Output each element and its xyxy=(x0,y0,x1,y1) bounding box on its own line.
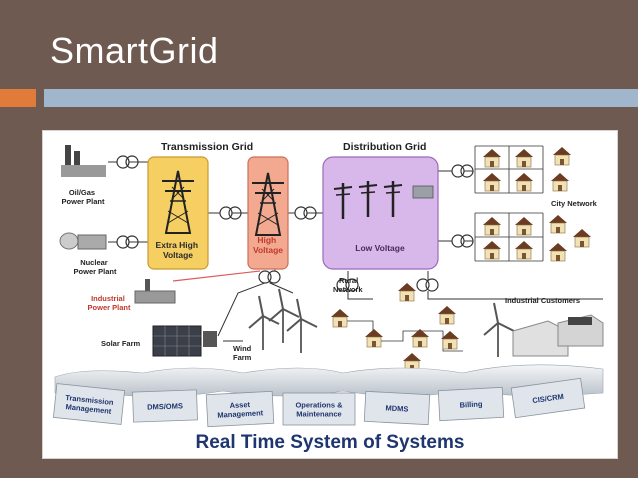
low-voltage-label: Low Voltage xyxy=(355,243,405,253)
wind-turbine-icon xyxy=(248,295,280,351)
distribution-grid-title: Distribution Grid xyxy=(343,141,426,153)
oil-gas-plant-icon xyxy=(61,145,106,177)
low-voltage-panel xyxy=(322,156,439,270)
system-box-label-line: Maintenance xyxy=(296,410,341,419)
wind-farm-label: Wind xyxy=(233,344,252,353)
system-box-label: MDMS xyxy=(385,403,408,413)
wind-turbine-icon xyxy=(286,298,318,354)
system-box: TransmissionManagement xyxy=(52,383,126,425)
title-accent-orange xyxy=(0,89,36,107)
system-box-label-line: MDMS xyxy=(385,403,408,413)
system-box-shape xyxy=(52,383,126,425)
system-box: CIS/CRM xyxy=(510,377,586,419)
svg-text:Rural Network: Rural Network xyxy=(333,276,363,294)
system-box-label-line: DMS/OMS xyxy=(147,401,183,411)
industrial-plant-icon xyxy=(134,279,176,304)
system-box: Billing xyxy=(437,386,505,422)
wind-turbine-icon xyxy=(268,288,300,344)
industrial-customers-icon xyxy=(483,302,604,358)
system-box-label-line: CIS/CRM xyxy=(532,392,565,405)
industrial-customers-label: Industrial Customers xyxy=(505,296,580,305)
svg-text:Wind Farm: Wind Farm xyxy=(233,344,253,362)
industrial-link xyxy=(172,270,261,282)
system-box-shape xyxy=(437,386,505,422)
rural-network-label: Rural xyxy=(339,276,358,285)
svg-text:Oil/Gas Power Plant: Oil/Gas Power Plant xyxy=(62,188,105,206)
city-network-label: City Network xyxy=(551,199,598,208)
high-voltage-panel xyxy=(247,156,289,270)
solar-farm-label: Solar Farm xyxy=(101,339,141,348)
system-box-shape xyxy=(132,389,198,423)
high-voltage-label: High xyxy=(257,235,276,245)
system-box-label-line: Billing xyxy=(459,399,483,409)
slide-title: SmartGrid xyxy=(50,30,219,71)
nuclear-plant-icon xyxy=(59,232,107,250)
system-box: MDMS xyxy=(363,390,431,426)
system-box-shape xyxy=(363,390,431,426)
extra-high-voltage-panel xyxy=(147,156,209,270)
system-box-shape xyxy=(282,392,356,426)
system-box-label-line: Operations & xyxy=(295,401,343,410)
system-box-label-line: Asset xyxy=(229,400,250,410)
footer-title: Real Time System of Systems xyxy=(196,432,465,453)
inverter-icon xyxy=(203,331,217,347)
system-box-label: DMS/OMS xyxy=(147,401,183,411)
svg-text:Industrial Power Plant: Industrial Power Plant xyxy=(88,294,131,312)
system-box: AssetManagement xyxy=(205,390,275,428)
system-box: Operations &Maintenance xyxy=(282,392,356,426)
svg-text:High Voltage: High Voltage xyxy=(253,235,283,255)
system-box-shape xyxy=(205,390,275,428)
nuclear-plant-label: Nuclear xyxy=(80,258,108,267)
system-box-label: AssetManagement xyxy=(217,399,264,419)
city-network-icon xyxy=(474,145,592,262)
transmission-grid-title: Transmission Grid xyxy=(161,141,253,153)
system-box: DMS/OMS xyxy=(132,389,198,423)
transformer-icon xyxy=(416,278,439,292)
svg-text:Extra High Voltage: Extra High Voltage xyxy=(156,240,201,260)
system-box-label: CIS/CRM xyxy=(532,392,565,405)
solar-panel-icon xyxy=(152,325,202,357)
rural-network-icon xyxy=(330,282,463,372)
systems-band xyxy=(54,364,604,397)
system-box-label: Operations &Maintenance xyxy=(295,401,343,419)
extra-high-voltage-label: Extra High xyxy=(156,240,199,250)
system-box-label: Billing xyxy=(459,399,483,409)
oil-gas-plant-label: Oil/Gas xyxy=(69,188,95,197)
system-box-label-line: Management xyxy=(217,408,264,419)
transformer-icon xyxy=(258,270,281,284)
svg-text:Nuclear Power Plant: Nuclear Power Plant xyxy=(74,258,117,276)
title-accent-blue xyxy=(44,89,638,107)
systems-row: TransmissionManagement DMS/OMS AssetManage… xyxy=(52,377,586,428)
substation-icon xyxy=(412,185,434,199)
smart-grid-diagram: Transmission Grid Distribution Grid Extr… xyxy=(42,130,618,459)
industrial-plant-label: Industrial xyxy=(91,294,125,303)
system-box-shape xyxy=(510,377,586,419)
